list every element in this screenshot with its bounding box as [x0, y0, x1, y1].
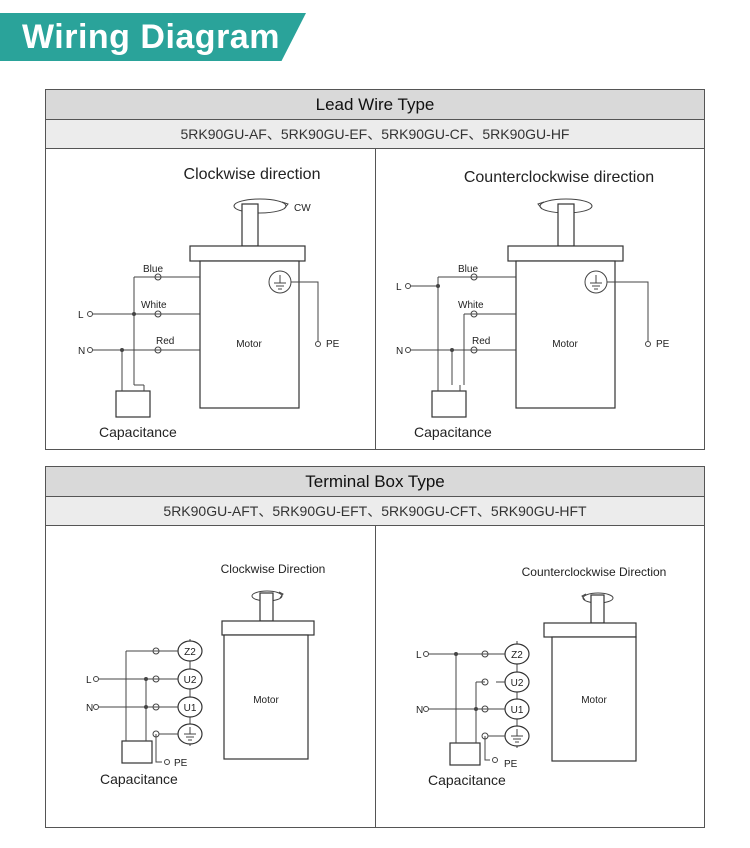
wire-label-red: Red — [472, 336, 490, 347]
terminal-box-cw-diagram: Clockwise Direction Motor Z2 U2 U1 — [86, 562, 326, 787]
motor-label: Motor — [552, 339, 578, 350]
arrowhead-icon — [278, 591, 284, 599]
motor-flange — [507, 245, 624, 262]
title-banner — [0, 13, 306, 61]
capacitor-label: Capacitance — [99, 424, 177, 440]
motor-shaft — [557, 203, 575, 247]
pe-terminal-icon — [315, 341, 321, 347]
wire-label-white: White — [458, 300, 484, 311]
direction-label: Clockwise Direction — [221, 562, 326, 576]
line-label-l: L — [396, 282, 402, 293]
wire-label-blue: Blue — [143, 264, 163, 275]
wire-label-white: White — [141, 300, 167, 311]
cell-divider — [375, 149, 376, 450]
white-wire-terminal-icon — [470, 310, 478, 318]
motor-label: Motor — [236, 339, 262, 350]
terminal-label-u1: U1 — [184, 703, 197, 714]
terminal-box-models: 5RK90GU-AFT、5RK90GU-EFT、5RK90GU-CFT、5RK9… — [46, 497, 704, 526]
blue-wire-terminal-icon — [154, 273, 162, 281]
motor-body — [551, 636, 637, 762]
line-label-n: N — [396, 346, 403, 357]
line-label-l: L — [416, 650, 422, 661]
motor-flange — [221, 620, 315, 636]
junction-dot — [454, 652, 458, 656]
motor-flange — [189, 245, 306, 262]
l-terminal-icon — [93, 676, 99, 682]
motor-body — [223, 634, 309, 760]
motor-flange — [543, 622, 637, 638]
arrowhead-icon — [281, 201, 289, 210]
n-terminal-icon — [87, 347, 93, 353]
l-terminal-icon — [423, 651, 429, 657]
n-terminal-icon — [93, 704, 99, 710]
motor-label: Motor — [253, 695, 279, 706]
pe-terminal-icon — [645, 341, 651, 347]
motor-label: Motor — [581, 695, 607, 706]
capacitor-icon — [115, 390, 151, 418]
terminal-box-title: Terminal Box Type — [46, 467, 704, 497]
lead-wire-cw-diagram: Clockwise direction CW Motor PE — [78, 166, 340, 440]
terminal-box-ccw-diagram: Counterclockwise Direction Motor Z2 U2 U… — [416, 565, 667, 788]
red-wire-terminal-icon — [154, 346, 162, 354]
line-label-n: N — [416, 705, 423, 716]
pe-terminal-icon — [492, 757, 498, 763]
motor-shaft — [241, 203, 259, 247]
line-label-n: N — [78, 346, 85, 357]
arrowhead-icon — [581, 593, 587, 601]
red-wire-terminal-icon — [470, 346, 478, 354]
capacitor-icon — [449, 742, 481, 766]
line-label-l: L — [86, 675, 92, 686]
rotation-label: CW — [294, 203, 311, 214]
lead-wire-models: 5RK90GU-AF、5RK90GU-EF、5RK90GU-CF、5RK90GU… — [46, 120, 704, 149]
junction-dot — [474, 707, 478, 711]
l-terminal-icon — [87, 311, 93, 317]
pe-terminal-icon — [164, 759, 170, 765]
direction-label: Clockwise direction — [184, 166, 321, 183]
page-title: Wiring Diagram — [22, 18, 280, 56]
motor-shaft — [259, 592, 274, 622]
terminal-label-z2: Z2 — [511, 650, 523, 661]
junction-dot — [144, 705, 148, 709]
capacitor-label: Capacitance — [414, 424, 492, 440]
terminal-box-panel: Terminal Box Type 5RK90GU-AFT、5RK90GU-EF… — [45, 466, 705, 828]
terminal-label-u1: U1 — [511, 705, 524, 716]
motor-shaft — [590, 594, 605, 624]
lead-wire-panel: Lead Wire Type 5RK90GU-AF、5RK90GU-EF、5RK… — [45, 89, 705, 450]
lead-wire-ccw-diagram: Counterclockwise direction Motor PE Blue… — [396, 169, 670, 440]
n-terminal-icon — [423, 706, 429, 712]
lead-wire-title: Lead Wire Type — [46, 90, 704, 120]
blue-wire-terminal-icon — [470, 273, 478, 281]
cell-divider — [375, 526, 376, 828]
junction-dot — [436, 284, 440, 288]
direction-label: Counterclockwise direction — [464, 169, 654, 186]
l-terminal-icon — [405, 283, 411, 289]
direction-label: Counterclockwise Direction — [522, 565, 667, 579]
pe-label: PE — [656, 339, 670, 350]
pe-label: PE — [326, 339, 340, 350]
wire-label-blue: Blue — [458, 264, 478, 275]
capacitor-label: Capacitance — [428, 772, 506, 788]
arrowhead-icon — [537, 201, 545, 210]
capacitor-icon — [431, 390, 467, 418]
terminal-label-u2: U2 — [184, 675, 197, 686]
pe-label: PE — [504, 759, 518, 770]
terminal-label-u2: U2 — [511, 678, 524, 689]
n-terminal-icon — [405, 347, 411, 353]
capacitor-icon — [121, 740, 153, 764]
junction-dot — [144, 677, 148, 681]
terminal-label-z2: Z2 — [184, 647, 196, 658]
capacitor-label: Capacitance — [100, 771, 178, 787]
line-label-l: L — [78, 310, 84, 321]
pe-label: PE — [174, 758, 188, 769]
line-label-n: N — [86, 703, 93, 714]
wire-label-red: Red — [156, 336, 174, 347]
